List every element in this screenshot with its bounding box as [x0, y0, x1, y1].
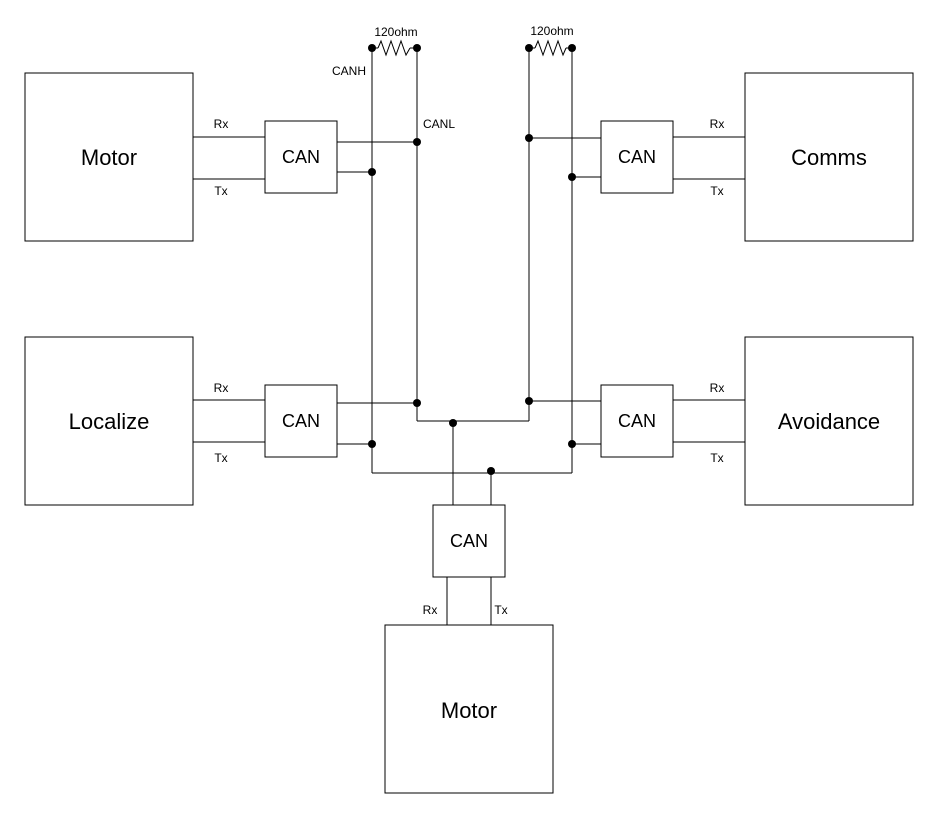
- can-label: CAN: [618, 147, 656, 167]
- resistor-right: 120ohm: [529, 24, 574, 57]
- module-avoidance-label: Avoidance: [778, 409, 880, 434]
- can-transceiver-comms: CAN: [600, 120, 674, 194]
- can-label: CAN: [282, 147, 320, 167]
- can-transceiver-motor-top: CAN: [264, 120, 338, 194]
- junction-dot: [368, 440, 376, 448]
- module-comms-label: Comms: [791, 145, 867, 170]
- tx-label: Tx: [710, 184, 723, 198]
- module-motor-bottom: Motor: [384, 624, 554, 794]
- can-label: CAN: [618, 411, 656, 431]
- module-localize-label: Localize: [69, 409, 150, 434]
- junction-dot: [368, 44, 376, 52]
- junction-dot: [368, 168, 376, 176]
- rx-label: Rx: [214, 117, 229, 131]
- rx-label: Rx: [214, 381, 229, 395]
- can-transceiver-avoidance: CAN: [600, 384, 674, 458]
- junction-dot: [568, 440, 576, 448]
- junction-dot: [449, 419, 457, 427]
- canl-label: CANL: [423, 117, 455, 131]
- can-label: CAN: [450, 531, 488, 551]
- module-motor-top-label: Motor: [81, 145, 137, 170]
- junction-dot: [525, 397, 533, 405]
- rx-label: Rx: [710, 117, 725, 131]
- can-transceiver-localize: CAN: [264, 384, 338, 458]
- can-bus: [337, 48, 601, 505]
- junction-dot: [413, 44, 421, 52]
- module-avoidance: Avoidance: [744, 336, 914, 506]
- junction-dot: [413, 138, 421, 146]
- junction-dot: [568, 44, 576, 52]
- canh-label: CANH: [332, 64, 366, 78]
- junction-dot: [487, 467, 495, 475]
- tx-label: Tx: [214, 184, 227, 198]
- rx-label: Rx: [710, 381, 725, 395]
- can-transceiver-motor-bottom: CAN: [432, 504, 506, 578]
- resistor-left-label: 120ohm: [374, 25, 417, 39]
- junction-dots: [368, 44, 576, 475]
- junction-dot: [413, 399, 421, 407]
- module-motor-top: Motor: [24, 72, 194, 242]
- tx-label: Tx: [494, 603, 507, 617]
- rxtx-links: [193, 136, 745, 625]
- module-comms: Comms: [744, 72, 914, 242]
- tx-label: Tx: [214, 451, 227, 465]
- rxtx-labels: Rx Tx Rx Tx Rx Tx Rx Tx Rx Tx: [214, 117, 725, 617]
- tx-label: Tx: [710, 451, 723, 465]
- module-motor-bottom-label: Motor: [441, 698, 497, 723]
- junction-dot: [568, 173, 576, 181]
- rx-label: Rx: [423, 603, 438, 617]
- module-localize: Localize: [24, 336, 194, 506]
- resistor-left: 120ohm: [372, 25, 418, 57]
- can-label: CAN: [282, 411, 320, 431]
- junction-dot: [525, 44, 533, 52]
- junction-dot: [525, 134, 533, 142]
- resistor-right-label: 120ohm: [530, 24, 573, 38]
